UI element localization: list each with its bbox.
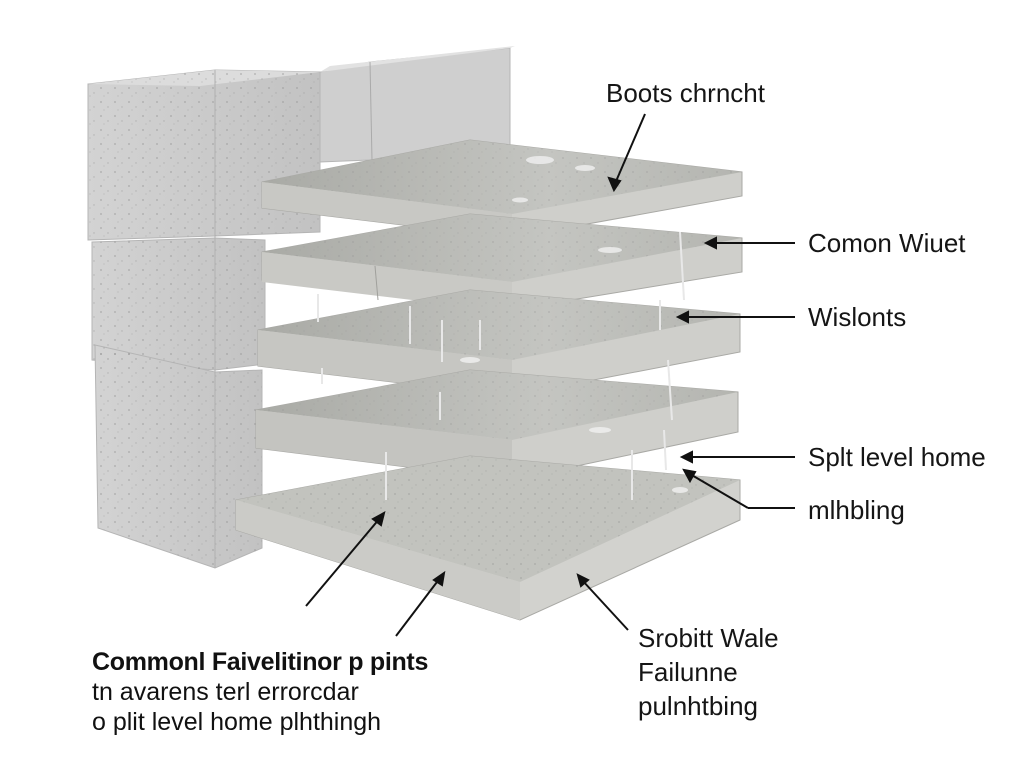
label-top: Boots chrncht [606, 79, 765, 109]
leader-bottom-right [582, 580, 628, 630]
label-bottom-right-line3: pulnhtbing [638, 690, 779, 724]
caption-line-1: tn avarens terl errorcdar [92, 677, 612, 707]
label-right-4: mlhbling [808, 496, 905, 526]
label-bottom-right-line1: Srobitt Wale [638, 622, 779, 656]
label-right-2: Wislonts [808, 303, 906, 333]
label-bottom-right: Srobitt Wale Failunne pulnhtbing [638, 622, 779, 723]
label-right-1: Comon Wiuet [808, 229, 966, 259]
caption-title: Commonl Faivelitinor p pints [92, 648, 612, 677]
label-bottom-right-line2: Failunne [638, 656, 779, 690]
label-right-3: Splt level home [808, 443, 986, 473]
caption-line-2: o plit level home plhthingh [92, 707, 612, 737]
slab-5 [236, 456, 740, 620]
caption: Commonl Faivelitinor p pints tn avarens … [92, 648, 612, 737]
